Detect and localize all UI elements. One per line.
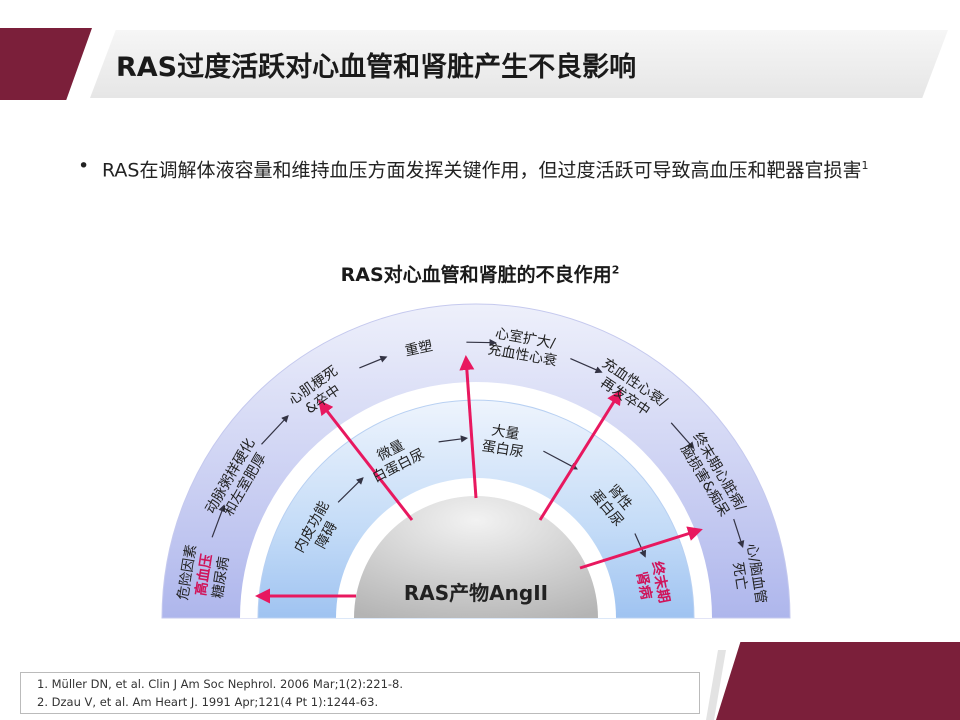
pink-arrow-4 [579, 526, 703, 570]
inner-node-2-line-0: 大量 [490, 423, 520, 443]
bullet-text-body: RAS在调解体液容量和维持血压方面发挥关键作用，但过度活跃可导致高血压和靶器官损… [102, 159, 862, 182]
inner-node-2-line-1: 蛋白尿 [481, 438, 525, 460]
title-banner [90, 30, 948, 98]
bullet-text: RAS在调解体液容量和维持血压方面发挥关键作用，但过度活跃可导致高血压和靶器官损… [102, 152, 892, 184]
outer-flow-arrow-5 [670, 422, 695, 450]
pink-arrow-3 [538, 389, 622, 521]
outer-node-0-line-2: 糖尿病 [210, 556, 232, 600]
reference-2: 2. Dzau V, et al. Am Heart J. 1991 Apr;1… [37, 695, 379, 709]
inner-flow-arrow-3 [634, 533, 647, 558]
outer-flow-arrow-2 [359, 355, 388, 369]
bullet-citation: 1 [861, 159, 869, 172]
outer-flow-arrow-4 [570, 358, 603, 374]
diagram-title-citation: 2 [611, 263, 620, 277]
outer-flow-arrow-0 [211, 504, 226, 538]
diagram-title-text: RAS对心血管和肾脏的不良作用 [340, 264, 612, 286]
outer-node-4: 心室扩大/充血性心衰 [486, 325, 558, 370]
outer-flow-arrow-3 [466, 339, 497, 347]
outer-node-7-line-1: 死亡 [729, 561, 749, 591]
outer-flow-arrow-6 [733, 518, 745, 548]
pink-arrows [255, 355, 703, 604]
inner-node-4-line-1: 肾病 [633, 570, 655, 601]
reference-1: 1. Müller DN, et al. Clin J Am Soc Nephr… [37, 677, 404, 691]
center-semicircle [354, 496, 598, 618]
pink-arrow-2 [459, 355, 478, 499]
outer-node-0-line-1: 高血压 [192, 553, 215, 597]
outer-node-3: 重塑 [403, 338, 434, 359]
pink-arrow-1 [318, 399, 414, 521]
inner-flow-arrow-1 [438, 435, 469, 443]
corner-accent-bottom-right [716, 642, 960, 720]
outer-node-3-line-0: 重塑 [403, 338, 434, 359]
outer-flow-arrow-1 [261, 415, 289, 445]
references-box: 1. Müller DN, et al. Clin J Am Soc Nephr… [20, 672, 700, 714]
inner-flow-arrow-0 [337, 477, 364, 503]
center-label: RAS产物AngII [404, 581, 548, 605]
bullet-marker: • [78, 155, 90, 177]
diagram-title: RAS对心血管和肾脏的不良作用2 [0, 260, 960, 287]
slide-title: RAS过度活跃对心血管和肾脏产生不良影响 [116, 52, 637, 83]
flow-arrows [211, 339, 745, 558]
inner-flow-arrow-2 [543, 450, 578, 470]
